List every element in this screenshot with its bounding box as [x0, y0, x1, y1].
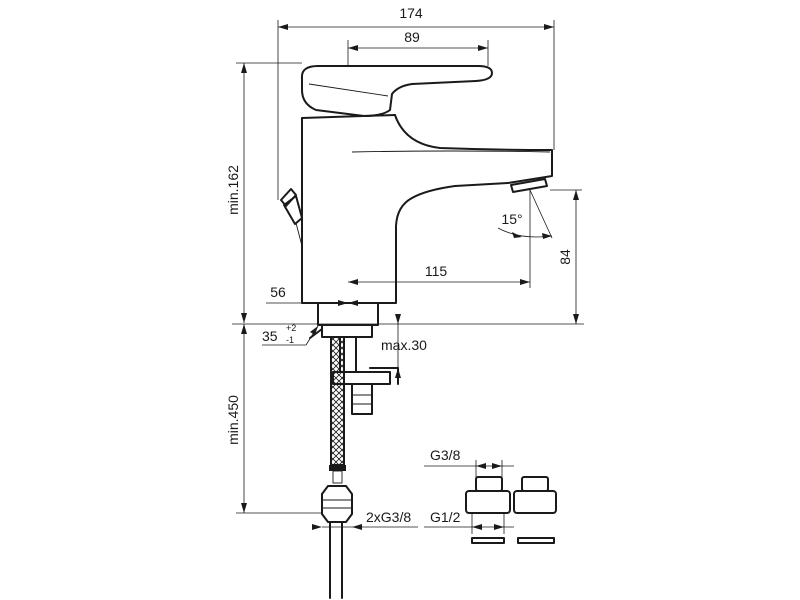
dim-label-115: 115 — [425, 263, 448, 279]
dimension-g12 — [424, 513, 514, 534]
dim-label-89: 89 — [404, 29, 420, 45]
dimension-hose-thread — [312, 524, 418, 530]
dimension-84 — [550, 189, 582, 324]
adapter-right — [513, 476, 557, 544]
braided-hose — [329, 336, 346, 484]
lever-handle — [300, 65, 493, 117]
dim-label-hose-thread: 2xG3/8 — [366, 509, 411, 525]
dimension-162 — [236, 62, 302, 323]
dim-label-max30: max.30 — [381, 337, 427, 353]
dimension-56 — [266, 300, 390, 306]
dimension-115 — [348, 279, 530, 285]
dim-tol-minus: -1 — [286, 335, 294, 345]
dim-label-g12: G1/2 — [430, 509, 461, 525]
dim-label-84: 84 — [557, 249, 573, 265]
dimension-35 — [262, 325, 319, 346]
hose-nut — [321, 485, 353, 523]
dimension-89 — [347, 40, 489, 66]
copper-tail — [329, 521, 343, 599]
fixing-nut — [351, 383, 373, 415]
adapter-left — [465, 476, 511, 544]
dimension-450 — [236, 324, 322, 514]
dim-label-450: min.450 — [225, 395, 241, 445]
dimension-angle — [497, 189, 553, 288]
dim-label-g38: G3/8 — [430, 447, 461, 463]
dim-label-35: 35 — [262, 328, 278, 344]
dim-label-angle: 15° — [501, 211, 522, 227]
aerator — [510, 178, 548, 193]
dim-label-174: 174 — [399, 5, 423, 21]
dim-label-56: 56 — [270, 284, 286, 300]
popup-rod — [280, 188, 303, 247]
base-flange — [309, 302, 379, 339]
dimension-g38 — [424, 460, 514, 477]
dimension-174 — [277, 20, 555, 200]
dim-tol-plus: +2 — [286, 323, 296, 333]
dim-label-162: min.162 — [225, 165, 241, 215]
dimension-max30 — [395, 314, 401, 384]
